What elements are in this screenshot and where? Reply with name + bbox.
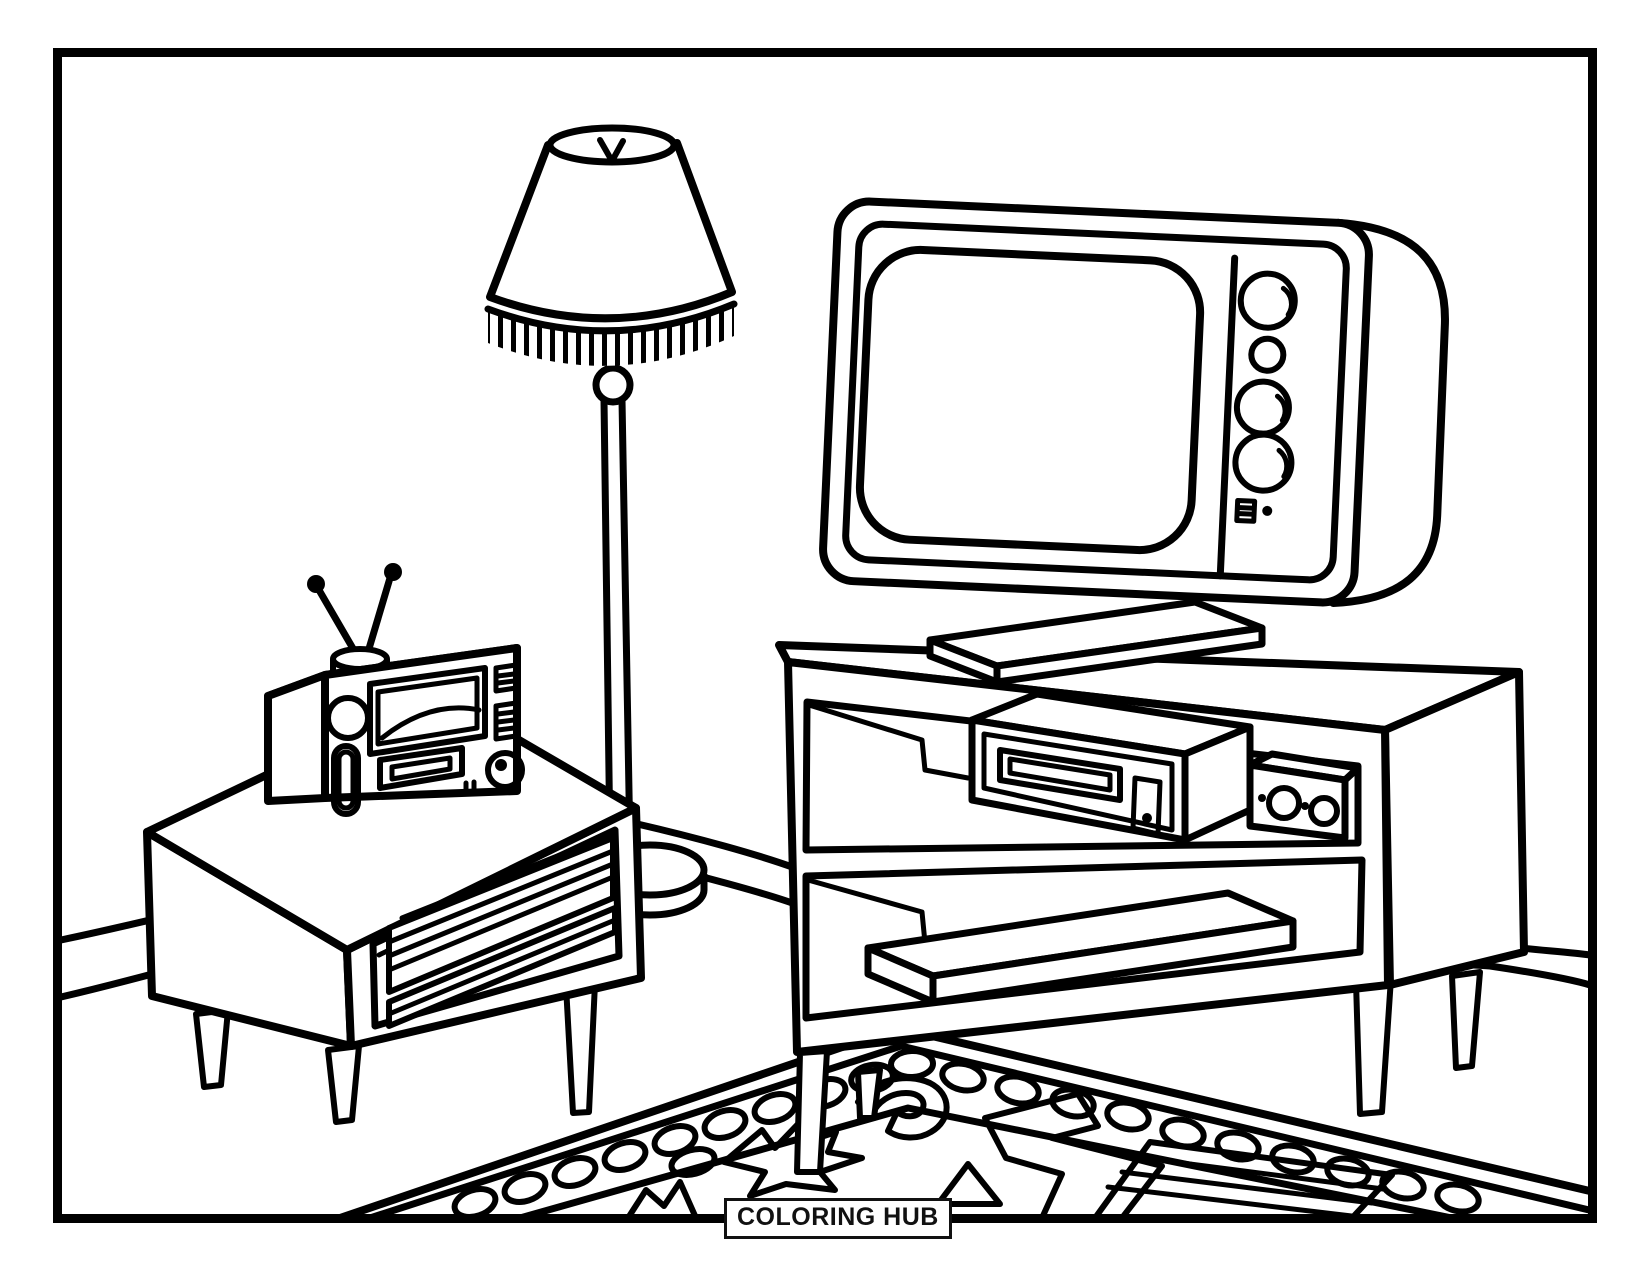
radio-handle — [331, 743, 361, 817]
tv-board — [926, 598, 1266, 686]
radio-left-side — [264, 671, 329, 805]
vcr-tape-slot — [997, 747, 1123, 803]
magazine-stack — [386, 832, 618, 1029]
dvd-front — [929, 917, 1297, 1006]
rug-triangle — [935, 1161, 1003, 1207]
lamp-shade-rim — [484, 300, 738, 335]
side-table-legs — [193, 980, 598, 1125]
tv-knob — [1248, 335, 1287, 374]
amp-knob — [1266, 785, 1302, 821]
radio-dial-window — [367, 665, 488, 757]
portable-radio — [264, 563, 525, 817]
tv-knob — [1233, 378, 1292, 437]
radio-cassette-slot — [377, 745, 465, 791]
tv-board-front — [993, 624, 1266, 686]
rug-partial-zigzag — [625, 1179, 699, 1218]
dvd-player — [864, 889, 1297, 1006]
antenna-icon — [307, 563, 402, 656]
brand-text: COLORING HUB — [737, 1203, 939, 1231]
amp-knob — [1308, 795, 1340, 827]
radio-tuning-knob — [485, 750, 525, 790]
coloring-hub-label: COLORING HUB — [724, 1198, 952, 1239]
stereo-amplifier — [1246, 750, 1362, 842]
rug-border-line — [366, 1042, 1589, 1218]
crt-television — [819, 197, 1449, 607]
tv-knob — [1232, 431, 1295, 494]
tv-stand-legs — [794, 969, 1483, 1175]
vcr — [968, 690, 1254, 844]
lamp-finial — [592, 364, 634, 406]
tv-knob — [1237, 270, 1298, 331]
vcr-button-panel — [1130, 775, 1163, 837]
tv-knobs — [1232, 270, 1298, 494]
tv-stand — [775, 641, 1528, 1175]
tv-control-panel-divider — [1216, 254, 1239, 580]
lamp-harp-notch — [597, 137, 626, 164]
lamp-pole — [600, 396, 634, 852]
rug-hook-shape — [855, 1075, 950, 1141]
tv-screen — [855, 245, 1205, 555]
rug-band-inner-line — [516, 1104, 1456, 1218]
radio-buttons — [493, 662, 519, 742]
rug-striped-block — [1092, 1139, 1395, 1218]
rug-motifs — [625, 1075, 1395, 1218]
rug-zigzag-arrow — [721, 1119, 865, 1199]
tv-switch — [1234, 498, 1273, 524]
lamp-fringe — [488, 304, 734, 366]
tv-stand-side — [1381, 668, 1528, 989]
